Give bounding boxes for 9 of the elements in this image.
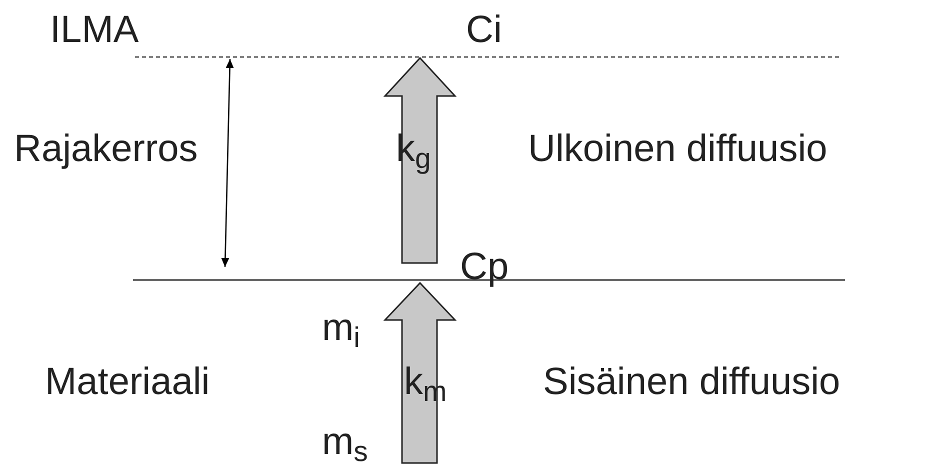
label-text: Sisäinen diffuusio — [543, 360, 840, 404]
label-text: ILMA — [50, 8, 139, 52]
label-text: Materiaali — [45, 360, 210, 404]
label-text: Ci — [466, 8, 502, 52]
label-text: m$_{s}$ — [322, 420, 368, 464]
label-text: Rajakerros — [14, 127, 198, 171]
label-text: m$_{i}$ — [322, 306, 360, 350]
label-text: Cp — [460, 245, 509, 289]
label-text: Ulkoinen diffuusio — [528, 127, 828, 171]
